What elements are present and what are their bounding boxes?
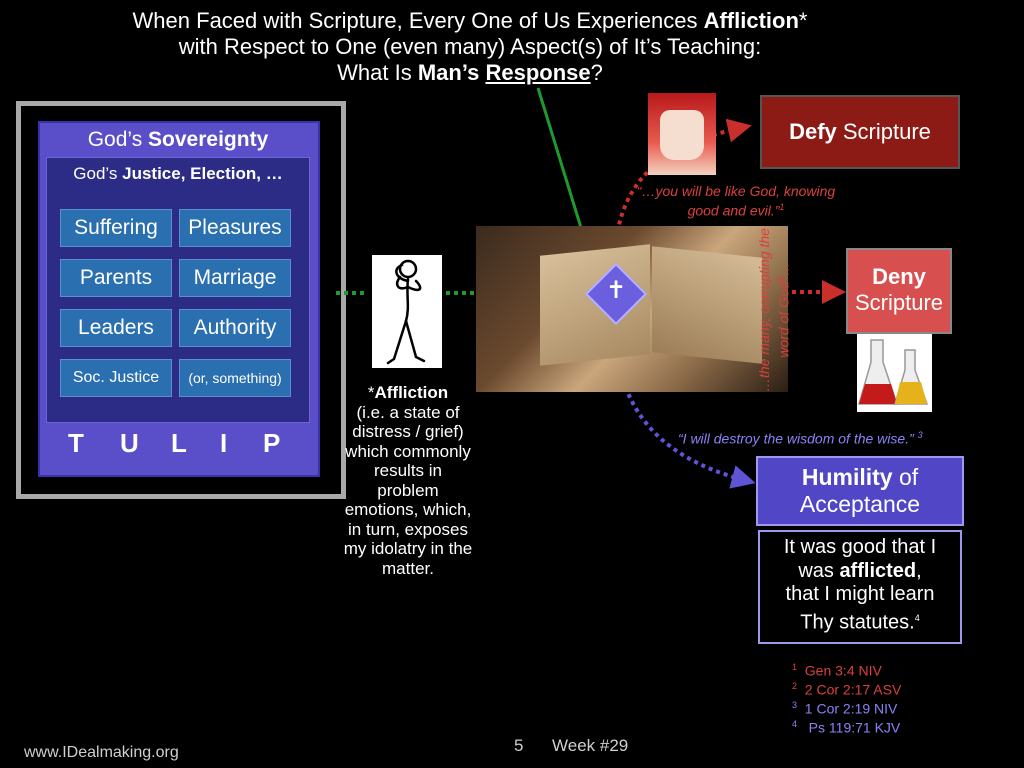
deny-quote: …the many, corrupting the word of God2… [756,228,792,392]
title-line1-pre: When Faced with Scripture, Every One of … [132,8,704,33]
page-number: 5 [514,736,524,755]
tulip-u: U [120,428,139,458]
title-line1-post: * [798,8,808,33]
title-line3-post: ? [590,60,603,85]
topic-leaders: Leaders [60,309,172,347]
slide-title: When Faced with Scripture, Every One of … [40,8,900,86]
tulip-l: L [171,428,187,458]
defy-scripture-box: Defy Scripture [760,95,960,169]
tulip-p: P [263,428,281,458]
fist-icon [660,110,704,160]
tulip-t: T [68,428,84,458]
afflicted-man-image [372,255,442,368]
affliction-definition-text: (i.e. a state of distress / grief) which… [343,402,473,578]
week-label: Week #29 [552,736,629,755]
topic-suffering: Suffering [60,209,172,247]
flask-icon [858,339,929,405]
flasks-image [857,334,932,412]
defy-quote: “…you will be like God, knowing good and… [636,183,836,219]
title-response: Response [485,60,591,85]
title-mans: Man’s [417,60,486,85]
sovereignty-title: God’s Sovereignty [87,128,269,151]
title-affliction: Affliction [703,8,799,33]
topic-or-something: (or, something) [179,359,291,397]
title-line2: with Respect to One (even many) Aspect(s… [178,34,762,59]
reference-1: 1 Gen 3:4 NIV [792,662,882,679]
humility-acceptance-box: Humility of Acceptance [756,456,964,526]
title-line3-pre: What Is [337,60,418,85]
deny-scripture-box: Deny Scripture [846,248,952,334]
cross-icon: ✝ [605,277,627,304]
topic-marriage: Marriage [179,259,291,297]
topic-authority: Authority [179,309,291,347]
blue-dotted-arrow-humility [612,315,756,489]
psalm-quote-box: It was good that I was afflicted, that I… [758,530,962,644]
topic-parents: Parents [60,259,172,297]
justice-title: God’s Justice, Election, … [73,164,283,183]
reference-2: 2 2 Cor 2:17 ASV [792,681,902,698]
tulip-i: I [220,428,228,458]
reference-4: 4 Ps 119:71 KJV [792,719,901,736]
affliction-definition: *Affliction (i.e. a state of distress / … [343,383,473,578]
topic-pleasures: Pleasures [179,209,291,247]
topic-social-justice: Soc. Justice [60,359,172,397]
reference-3: 3 1 Cor 2:19 NIV [792,700,898,717]
humility-quote: “I will destroy the wisdom of the wise.”… [678,430,923,447]
afflicted-man-icon [386,259,426,365]
bible-right-page [652,246,762,364]
footer-url: www.IDealmaking.org [24,744,179,761]
green-response-arrow [536,87,592,253]
